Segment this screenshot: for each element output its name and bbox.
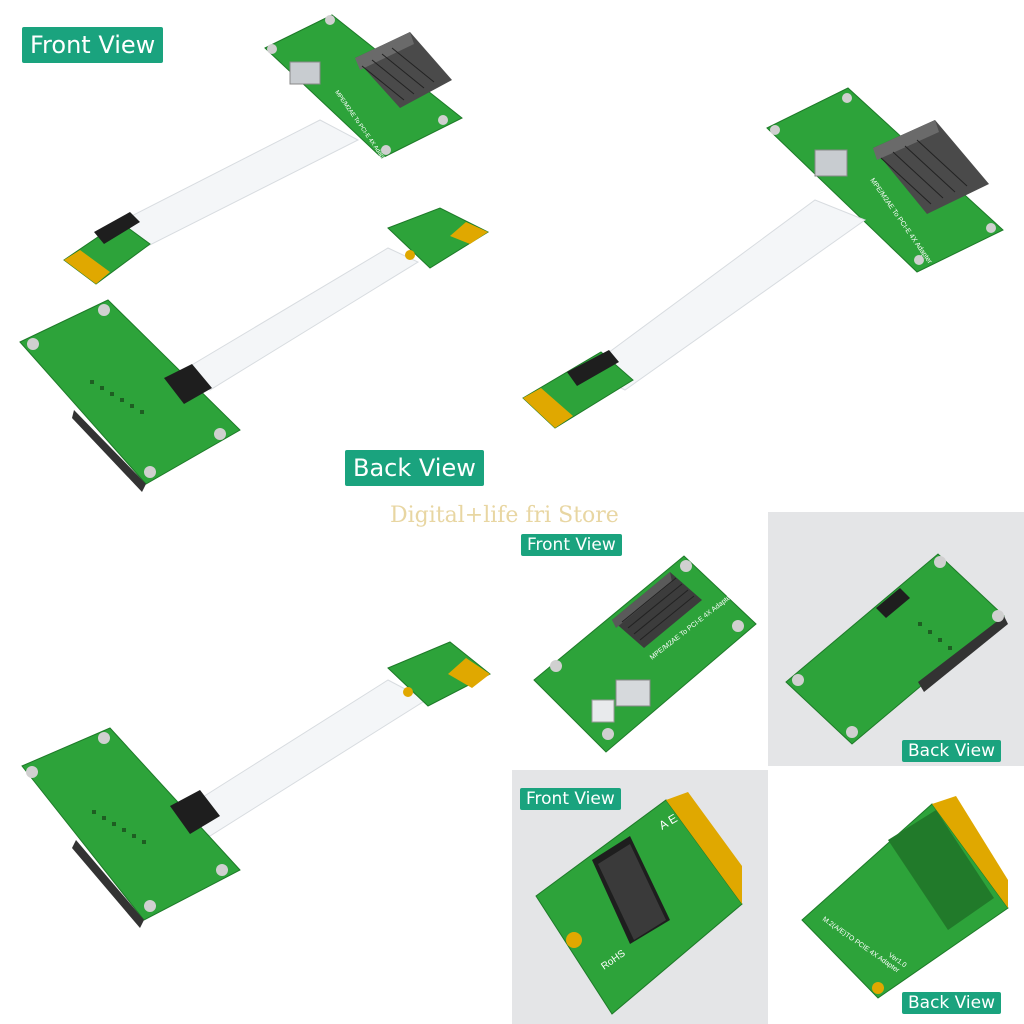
back-view-label-3: Back View [902,992,1002,1014]
cable-assembly-image: MPE/M2AE To PCI-E 4X Adapter [19,14,490,492]
back-view-label: Back View [345,450,484,486]
panel-back-perspective [0,630,510,1024]
panel-front-perspective: MPE/M2AE To PCI-E 4X Adapter [515,80,1024,500]
panel-m2-front: Front View A E RoHS [512,770,768,1024]
front-view-label-2: Front View [521,534,622,556]
m2-back-image: M.2(A/E)TO PCIE 4X Adapter Ver1.0 [801,796,1009,999]
m2-front-image: A E RoHS [535,792,743,1015]
back-view-label-2: Back View [902,740,1002,762]
front-view-label-3: Front View [520,788,621,810]
front-perspective-image: MPE/M2AE To PCI-E 4X Adapter [522,87,1004,429]
front-view-label: Front View [22,27,164,63]
panel-cable-front-back: Front View Back View MPE/M2AE To PCI-E 4… [0,0,520,500]
panel-front-board: Front View MPE/M2AE To PCI-E 4X Adapter [512,530,766,770]
panel-back-board: Back View [768,512,1024,766]
back-perspective-image [21,641,491,928]
front-board-image: MPE/M2AE To PCI-E 4X Adapter [533,555,757,753]
panel-m2-back: Back View M.2(A/E)TO PCIE 4X Adapter Ver… [768,770,1024,1024]
back-board-image [785,553,1008,745]
store-watermark: Digital+life fri Store [390,503,619,528]
